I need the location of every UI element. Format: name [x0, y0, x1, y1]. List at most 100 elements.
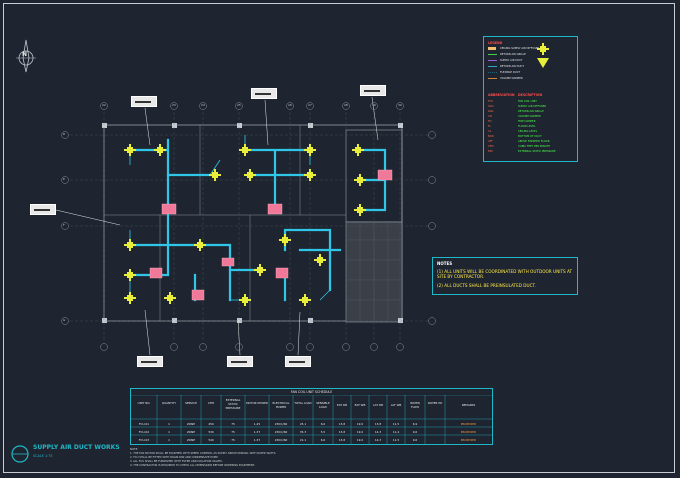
schedule-cell: 9.6: [412, 430, 418, 434]
schedule-cell: 21.1: [299, 438, 307, 442]
grid-label-left: G: [63, 318, 66, 322]
footnote: 4. THE CONTRACTOR IS REQUIRED TO CHECK A…: [130, 464, 255, 467]
section-callout[interactable]: [251, 88, 277, 99]
footnote: 3. ALL FCU SHALL BE FURNISHED WITH FILTE…: [130, 460, 223, 463]
abbreviation-desc: VOLUME DAMPER: [518, 115, 541, 118]
schedule-header: QUANTITY: [161, 401, 177, 405]
abbreviation-desc: CEILING LEVEL: [518, 130, 538, 133]
schedule-cell: 1.37: [253, 438, 261, 442]
schedule-cell: 13.8: [338, 422, 346, 426]
grid-label-top: 26: [288, 103, 292, 107]
fan-coil-units: [149, 169, 393, 301]
schedule-cell: ZONE: [187, 430, 195, 434]
schedule-header: ELECTRICAL POWER: [272, 401, 290, 409]
description-heading: DESCRIPTION: [518, 93, 543, 97]
notes-panel: NOTES (1) ALL UNITS WILL BE COORDINATED …: [432, 257, 578, 295]
supply-diffusers: [124, 144, 366, 306]
schedule-cell: 15.8: [338, 438, 346, 442]
partitions: [104, 125, 346, 321]
schedule-cell: ZONE: [187, 438, 195, 442]
schedule-cell: 75: [231, 438, 235, 442]
grid-label-top: 30: [398, 103, 402, 107]
grid-label-top: 28: [344, 103, 348, 107]
schedule-cell: PROPOSED: [460, 422, 477, 426]
schedule-header: REMARKS: [461, 403, 476, 407]
schedule-cell: 11.5: [392, 438, 400, 442]
legend-symbol-label: VOLUME DAMPER: [500, 77, 523, 80]
grid-label-top: 22: [102, 103, 106, 107]
footnote: 2. FCU SHALL BE FITTED WITH DRAIN PAN AN…: [130, 456, 219, 459]
footnote: 1. THE FAN MOTOR SHALL BE EQUIPPED WITH …: [130, 452, 277, 455]
schedule-cell: 540: [208, 438, 214, 442]
abbreviation-code: AFF: [488, 140, 493, 143]
fcu-schedule-table: FAN COIL UNIT SCHEDULE UNIT NO. QUANTITY…: [130, 388, 493, 445]
abbreviation-desc: BOTTOM OF DUCT: [518, 135, 542, 138]
schedule-cell: 25.1: [299, 422, 307, 426]
abbreviation-code: FD: [488, 120, 492, 123]
grid-label-left: E: [63, 177, 65, 181]
section-callout[interactable]: [137, 356, 163, 367]
schedule-cell: 75: [231, 422, 235, 426]
abbreviation-code: CL: [488, 130, 492, 133]
schedule-cell: 5.5: [320, 430, 326, 434]
schedule-grid: [131, 395, 492, 444]
schedule-cell: 6.6: [320, 422, 326, 426]
schedule-cell: 1.25: [253, 422, 261, 426]
legend-symbols-icon: [488, 47, 497, 79]
abbreviation-code: SAD: [488, 105, 494, 108]
section-callout[interactable]: [227, 356, 253, 367]
drawing-title-symbol-icon: [11, 445, 29, 463]
columns: [102, 123, 403, 323]
schedule-cell: PROPOSED: [460, 430, 477, 434]
grid-label-top: 25: [237, 103, 241, 107]
legend-symbol-label: SUPPLY AIR DUCT: [500, 59, 523, 62]
flex-branches: [129, 135, 331, 301]
abbreviation-desc: EXTERNAL STATIC PRESSURE: [518, 150, 556, 153]
schedule-cell: 1: [168, 422, 170, 426]
legend-panel: LEGEND CEILING SUPPLY AIR DIFFUSER RETUR…: [483, 36, 578, 162]
legend-symbol-label: RETURN AIR DUCT: [500, 65, 524, 68]
schedule-header: SERVICE: [185, 401, 197, 405]
schedule-cell: 19.0: [356, 422, 364, 426]
schedule-cell: 6.6: [320, 438, 326, 442]
schedule-cell: FCU-01: [138, 422, 150, 426]
legend-symbol-label: FLEXIBLE DUCT: [500, 71, 521, 74]
abbreviation-desc: RETURN AIR GRILLE: [518, 110, 544, 113]
grid-label-top: 24: [201, 103, 205, 107]
abbreviation-desc: FIRE DAMPER: [518, 120, 536, 123]
schedule-cell: 19.0: [356, 430, 364, 434]
abbreviation-desc: FAN COIL UNIT: [518, 100, 537, 103]
schedule-header: CFM: [208, 401, 214, 405]
abbreviation-code: FCU: [488, 100, 494, 103]
schedule-cell: 1.37: [253, 430, 261, 434]
section-callout[interactable]: [131, 96, 157, 107]
schedule-cell: 9.6: [412, 438, 418, 442]
footnote: NOTE:: [130, 448, 139, 451]
abbreviation-desc: CUBIC FEET PER MINUTE: [518, 145, 550, 148]
schedule-cell: 230/1/60: [274, 422, 288, 426]
schedule-cell: 14.3: [374, 438, 382, 442]
schedule-cell: 230/1/60: [274, 438, 288, 442]
schedule-header: LAT DB: [373, 403, 383, 407]
schedule-cell: 11.5: [392, 422, 400, 426]
section-callout[interactable]: [285, 356, 311, 367]
schedule-cell: 75: [231, 430, 235, 434]
grid-label-top: 23: [172, 103, 176, 107]
diffuser-symbol-icon: [537, 43, 549, 55]
schedule-header: MOTOR POWER: [246, 401, 268, 405]
section-callout[interactable]: [30, 204, 56, 215]
abbreviation-heading: ABBREVIATION: [488, 93, 515, 97]
drawing-scale: SCALE 1:75: [33, 454, 53, 458]
schedule-cell: 11.4: [392, 430, 400, 434]
schedule-cell: 230/1/60: [274, 430, 288, 434]
schedule-cell: FCU-02: [138, 430, 150, 434]
compass-north-letter: N: [22, 51, 28, 58]
section-callout[interactable]: [360, 85, 386, 96]
grid-label-top: 27: [308, 103, 312, 107]
schedule-cell: ZONE: [187, 422, 195, 426]
abbreviation-code: ESP: [488, 150, 493, 153]
schedule-cell: 530: [208, 430, 214, 434]
schedule-cell: 19.0: [356, 438, 364, 442]
schedule-cell: 1: [168, 438, 170, 442]
